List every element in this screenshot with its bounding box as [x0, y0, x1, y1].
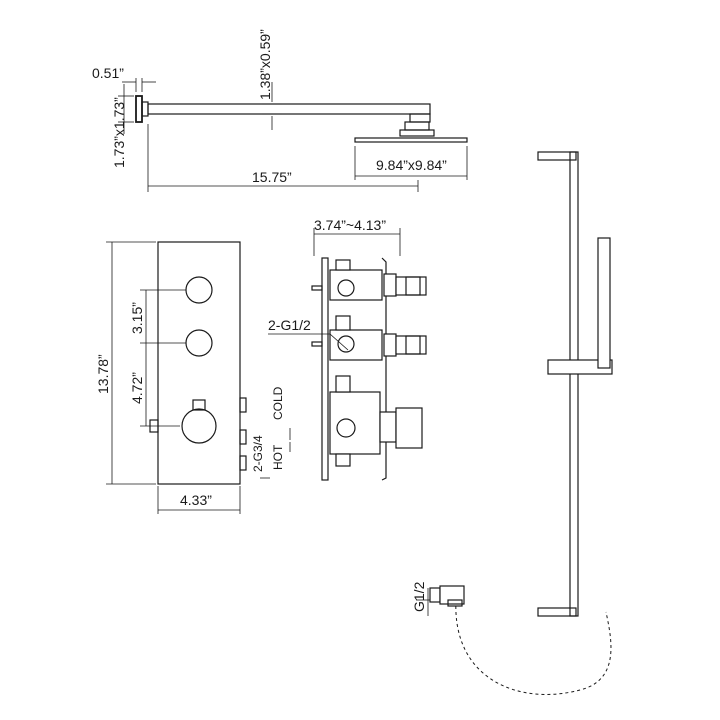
mounting-plate — [321, 257, 329, 481]
upper-stem — [383, 273, 397, 297]
dim-valve-depth-label: 3.74”~4.13” — [314, 217, 386, 233]
side-port-right-mid — [239, 429, 247, 445]
dim-flange-label: 1.73”x1.73” — [111, 97, 127, 168]
dim-panel-width: 4.33” — [157, 486, 241, 514]
middle-port — [337, 335, 355, 353]
wall-flange — [135, 95, 143, 123]
wall-outlet-thread-label: G1/2 — [411, 581, 427, 612]
dim-arm-section: 1.38”x0.59” — [257, 29, 282, 130]
middle-stem — [383, 333, 397, 357]
dim-arm-section-label: 1.38”x0.59” — [257, 29, 273, 100]
hose-assembly — [429, 585, 612, 695]
middle-knob-side — [395, 335, 427, 355]
diverter-knob-1 — [185, 276, 213, 304]
dim-knob-spacing-1-label: 3.15” — [129, 302, 145, 334]
side-port-right-low — [239, 455, 247, 471]
side-port-right-top — [239, 397, 247, 413]
dim-head-label: 9.84”x9.84” — [376, 157, 447, 173]
mid-fitting-1 — [335, 315, 351, 331]
shower-hose — [455, 599, 612, 695]
rain-shower-head — [354, 137, 468, 143]
upper-knob-side — [395, 276, 427, 296]
dim-panel-width-label: 4.33” — [180, 492, 212, 508]
handle-lever — [192, 399, 206, 411]
valve-body-side — [311, 257, 427, 481]
shower-arm — [147, 103, 431, 115]
middle-diverter-body — [329, 329, 383, 361]
top-bracket — [537, 151, 577, 161]
trim-plate — [157, 241, 241, 485]
dim-head: 9.84”x9.84” — [354, 146, 468, 180]
outlet-thread-callout: 2-G1/2 — [268, 317, 349, 351]
dim-arm-length-label: 15.75” — [252, 169, 292, 185]
finish-plate-edge — [381, 257, 387, 481]
slide-bar-assembly — [537, 151, 613, 617]
shower-arm-assembly — [135, 95, 468, 143]
upper-port — [337, 279, 355, 297]
dim-panel-height: 13.78” — [95, 241, 156, 485]
wall-outlet-callout: G1/2 — [411, 581, 430, 616]
wall-outlet-nozzle — [447, 599, 463, 607]
dim-flange: 1.73”x1.73” — [111, 84, 134, 168]
wall-outlet-flange — [429, 587, 441, 603]
outlet-thread-label: 2-G1/2 — [268, 317, 311, 333]
hand-shower — [597, 237, 611, 369]
thermo-handle-side — [395, 407, 423, 449]
dim-arm-length: 15.75” — [147, 124, 419, 192]
dim-panel-height-label: 13.78” — [95, 354, 111, 394]
thermo-port — [336, 418, 356, 438]
hot-label: HOT — [271, 444, 285, 470]
dim-knob-spacing-2-label: 4.72” — [129, 372, 145, 404]
dim-knob-spacing-1: 3.15” — [129, 289, 186, 344]
wall-outlet-body — [439, 585, 465, 605]
middle-knob-grip — [405, 335, 421, 355]
upper-knob-grip — [405, 276, 421, 296]
bottom-bracket — [537, 607, 577, 617]
head-connector — [404, 121, 430, 131]
valve-panel-front — [149, 241, 247, 485]
thermo-stem — [379, 411, 397, 443]
mid-fitting-2 — [335, 375, 351, 393]
slide-holder — [547, 359, 613, 375]
cold-label: COLD — [271, 386, 285, 420]
diverter-knob-2 — [185, 329, 213, 357]
dim-arm-offset: 0.51” — [92, 65, 156, 92]
left-marker-2 — [311, 341, 323, 347]
top-fitting — [335, 259, 351, 271]
upper-diverter-body — [329, 269, 383, 301]
bottom-fitting — [335, 453, 351, 467]
slide-rail — [569, 151, 579, 617]
inlet-thread-label: 2-G3/4 — [251, 435, 265, 472]
dim-knob-spacing-2: 4.72” — [129, 343, 180, 427]
inlet-labels: COLD HOT 2-G3/4 — [251, 386, 291, 479]
dim-valve-depth: 3.74”~4.13” — [313, 217, 401, 256]
left-marker-1 — [311, 285, 323, 291]
thermostatic-handle — [181, 408, 217, 444]
arm-elbow — [409, 113, 431, 123]
thermo-body — [329, 391, 381, 455]
dim-arm-offset-label: 0.51” — [92, 65, 124, 81]
head-swivel — [399, 129, 435, 137]
